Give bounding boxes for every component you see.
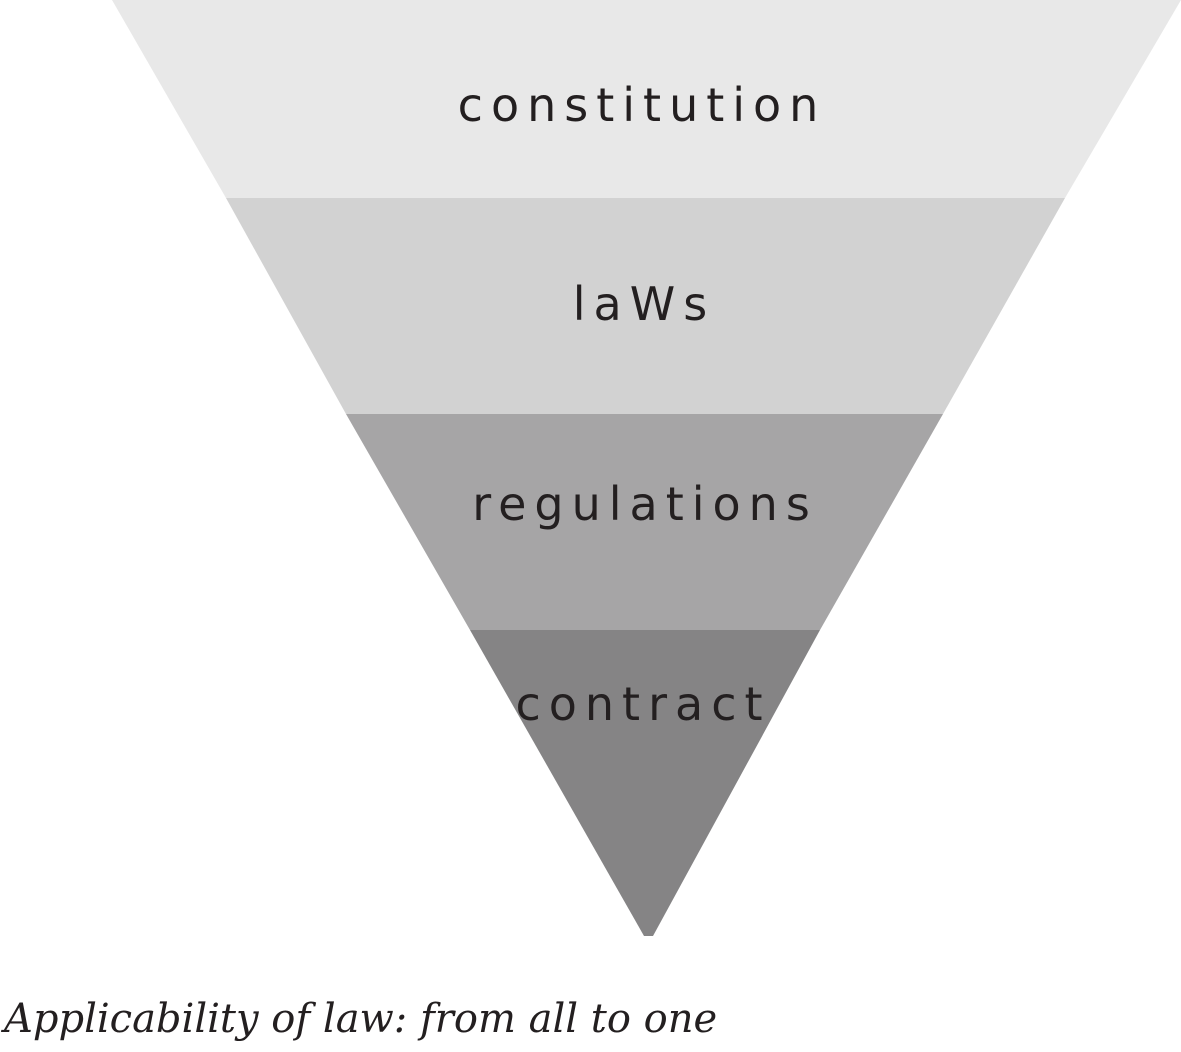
layer-constitution: [112, 0, 1181, 198]
layer-contract: [470, 630, 820, 936]
layer-regulations: [346, 414, 943, 630]
label-laws: laWs: [573, 277, 715, 331]
inverted-pyramid-diagram: constitution laWs regulations contract: [112, 0, 1181, 936]
layer-laws: [226, 198, 1065, 414]
label-contract: contract: [515, 677, 770, 731]
label-constitution: constitution: [458, 78, 827, 132]
label-regulations: regulations: [472, 477, 818, 531]
figure-caption: Applicability of law: from all to one: [4, 996, 718, 1042]
